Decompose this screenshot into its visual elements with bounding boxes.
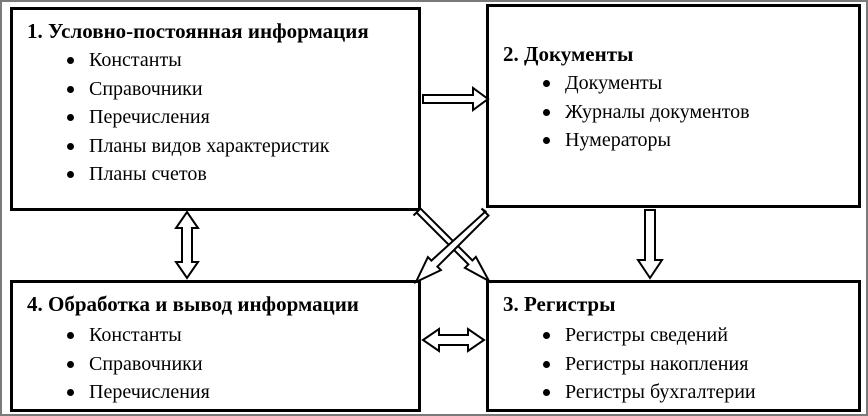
- list-item: Планы счетов: [27, 160, 408, 189]
- box-documents: 2. Документы Документы Журналы документо…: [486, 4, 861, 208]
- list-item: Документы: [503, 69, 848, 98]
- item-list: Константы Справочники Перечисления: [27, 321, 408, 407]
- item-list: Документы Журналы документов Нумераторы: [503, 69, 848, 155]
- box-title: 4. Обработка и вывод информации: [27, 292, 359, 316]
- box-reference-info: 1. Условно-постоянная информация Констан…: [10, 7, 421, 211]
- list-item: Регистры накопления: [503, 350, 848, 379]
- list-item: Нумераторы: [503, 126, 848, 155]
- list-item: Регистры бухгалтерии: [503, 378, 848, 407]
- list-item: Справочники: [27, 75, 408, 104]
- list-item: Справочники: [27, 350, 408, 379]
- list-item: Перечисления: [27, 378, 408, 407]
- list-item: Константы: [27, 321, 408, 350]
- box-title: 3. Регистры: [503, 292, 616, 316]
- item-list: Регистры сведений Регистры накопления Ре…: [503, 321, 848, 407]
- list-item: Перечисления: [27, 103, 408, 132]
- box-registers: 3. Регистры Регистры сведений Регистры н…: [486, 280, 861, 412]
- box-title: 2. Документы: [503, 42, 634, 66]
- item-list: Константы Справочники Перечисления Планы…: [27, 46, 408, 189]
- box-title: 1. Условно-постоянная информация: [27, 19, 369, 43]
- list-item: Журналы документов: [503, 98, 848, 127]
- list-item: Планы видов характеристик: [27, 132, 408, 161]
- list-item: Регистры сведений: [503, 321, 848, 350]
- list-item: Константы: [27, 46, 408, 75]
- box-processing-output: 4. Обработка и вывод информации Констант…: [10, 280, 421, 412]
